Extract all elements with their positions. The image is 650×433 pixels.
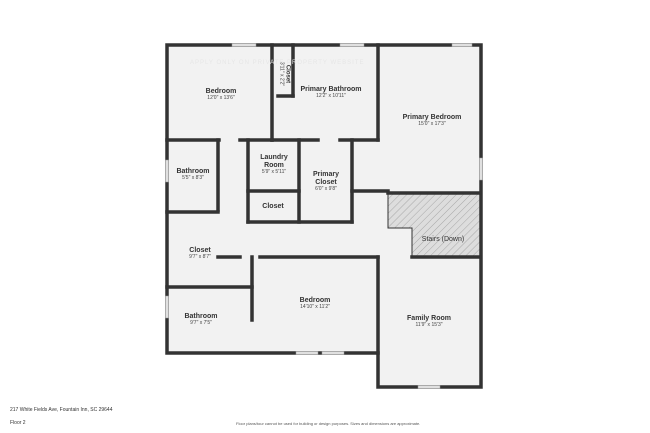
floor-label: Floor 2 (10, 420, 26, 426)
room-bedroom-nw: Bedroom 12'0" x 13'6" (206, 88, 237, 102)
room-name: Bedroom (205, 88, 237, 96)
room-bathroom-w: Bathroom 5'5" x 8'3" (176, 168, 209, 182)
window (165, 295, 169, 319)
room-primary-closet: Primary Closet 6'0" x 9'8" (304, 171, 348, 193)
room-primary-bedroom: Primary Bedroom 15'0" x 17'3" (403, 114, 462, 128)
floor-area (167, 45, 481, 387)
window (321, 351, 345, 355)
window (417, 385, 441, 389)
watermark: APPLY ONLY ON PRIVATE PROPERTY WEBSITE (190, 60, 365, 66)
room-dimensions: 6'0" x 9'8" (315, 186, 337, 193)
room-closet-w: Closet 9'7" x 8'7" (189, 247, 211, 261)
room-closet-small: Closet 3'11" x 2'2" (278, 61, 291, 87)
room-name: Primary Bathroom (300, 86, 362, 94)
room-name: Bathroom (176, 168, 210, 176)
window (339, 43, 365, 47)
room-closet-mid: Closet (262, 203, 283, 211)
room-name: Primary Closet (312, 171, 340, 187)
window (231, 43, 257, 47)
room-name: Family Room (407, 315, 451, 323)
window (165, 159, 169, 183)
room-dimensions: 14'10" x 11'2" (300, 304, 330, 311)
room-stairs: Stairs (Down) (422, 236, 464, 244)
room-dimensions: 12'0" x 13'6" (207, 95, 235, 102)
room-dimensions: 11'9" x 15'3" (415, 322, 443, 329)
room-bathroom-sw: Bathroom 9'7" x 7'5" (184, 313, 217, 327)
room-name: Stairs (Down) (421, 235, 465, 243)
room-dimensions: 3'11" x 2'2" (278, 61, 285, 87)
room-dimensions: 12'2" x 10'11" (316, 93, 346, 100)
room-name: Closet (262, 202, 284, 210)
room-family-room: Family Room 11'9" x 15'3" (407, 315, 451, 329)
room-dimensions: 9'7" x 8'7" (189, 254, 211, 261)
room-dimensions: 15'0" x 17'3" (418, 121, 446, 128)
room-primary-bathroom: Primary Bathroom 12'2" x 10'11" (300, 86, 361, 100)
address-text: 217 White Fields Ave, Fountain Inn, SC 2… (10, 407, 113, 413)
disclaimer-text: Floor plans/tour cannot be used for buil… (236, 421, 421, 426)
room-name: Laundry Room (260, 154, 288, 170)
room-dimensions: 5'5" x 8'3" (182, 175, 204, 182)
room-bedroom-s: Bedroom 14'10" x 11'2" (300, 297, 331, 311)
window (295, 351, 319, 355)
window (479, 157, 483, 181)
room-name: Closet (284, 64, 291, 84)
room-laundry: Laundry Room 5'9" x 5'11" (252, 154, 296, 176)
outer-wall (165, 43, 483, 389)
room-dimensions: 5'9" x 5'11" (261, 169, 287, 176)
window (451, 43, 473, 47)
room-dimensions: 9'7" x 7'5" (190, 320, 212, 327)
room-name: Bathroom (184, 313, 218, 321)
room-name: Bedroom (299, 297, 331, 305)
room-name: Closet (189, 247, 211, 255)
room-name: Primary Bedroom (402, 114, 462, 122)
